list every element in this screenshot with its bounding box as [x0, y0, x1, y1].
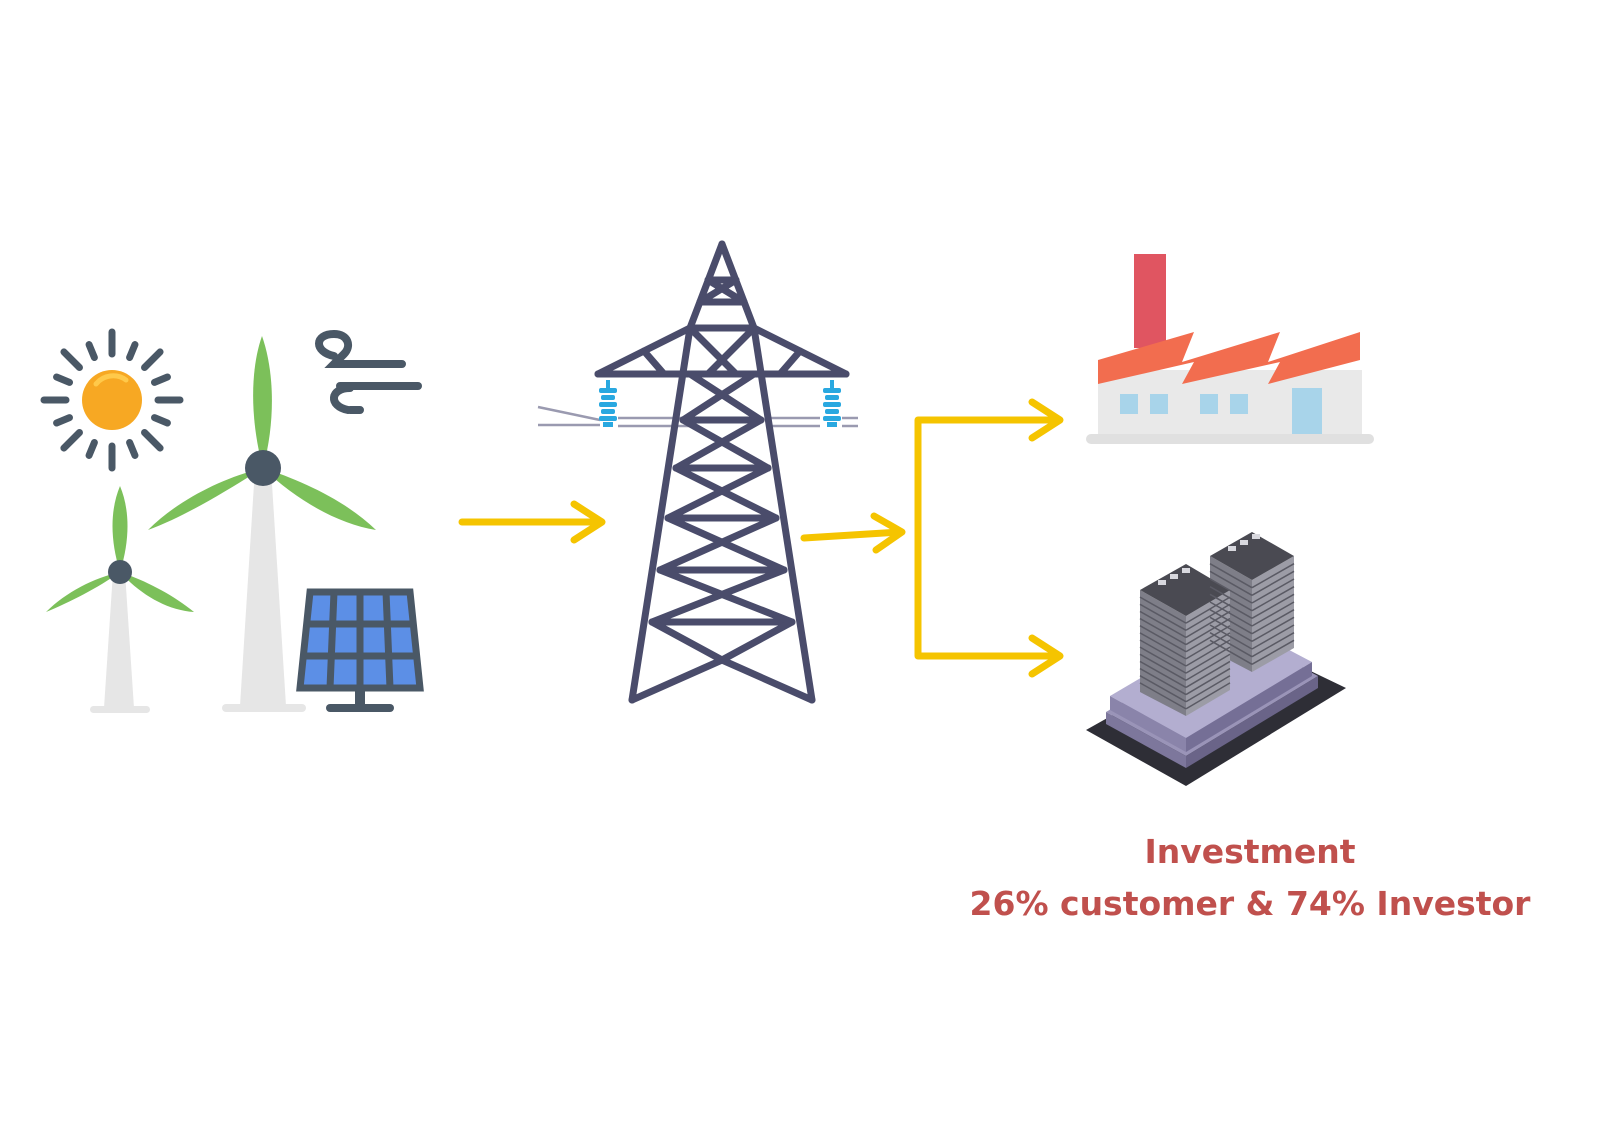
- branch-connector: [914, 416, 1062, 660]
- investment-split-label: 26% customer & 74% Investor: [969, 884, 1531, 923]
- factory-icon: [1086, 254, 1374, 444]
- arrow-right-icon: [1028, 398, 1064, 442]
- arrow-right-icon: [800, 512, 906, 554]
- transmission-tower-icon: [537, 240, 858, 704]
- investment-title: Investment: [1144, 832, 1356, 871]
- office-buildings-icon: [1086, 532, 1346, 786]
- solar-panel-icon: [296, 588, 424, 712]
- arrow-right-icon: [458, 500, 606, 544]
- wind-turbine-icon: [148, 336, 376, 712]
- arrow-right-icon: [1028, 634, 1064, 678]
- sun-icon: [40, 328, 184, 472]
- wind-turbine-icon: [46, 486, 194, 713]
- wind-icon: [315, 329, 422, 414]
